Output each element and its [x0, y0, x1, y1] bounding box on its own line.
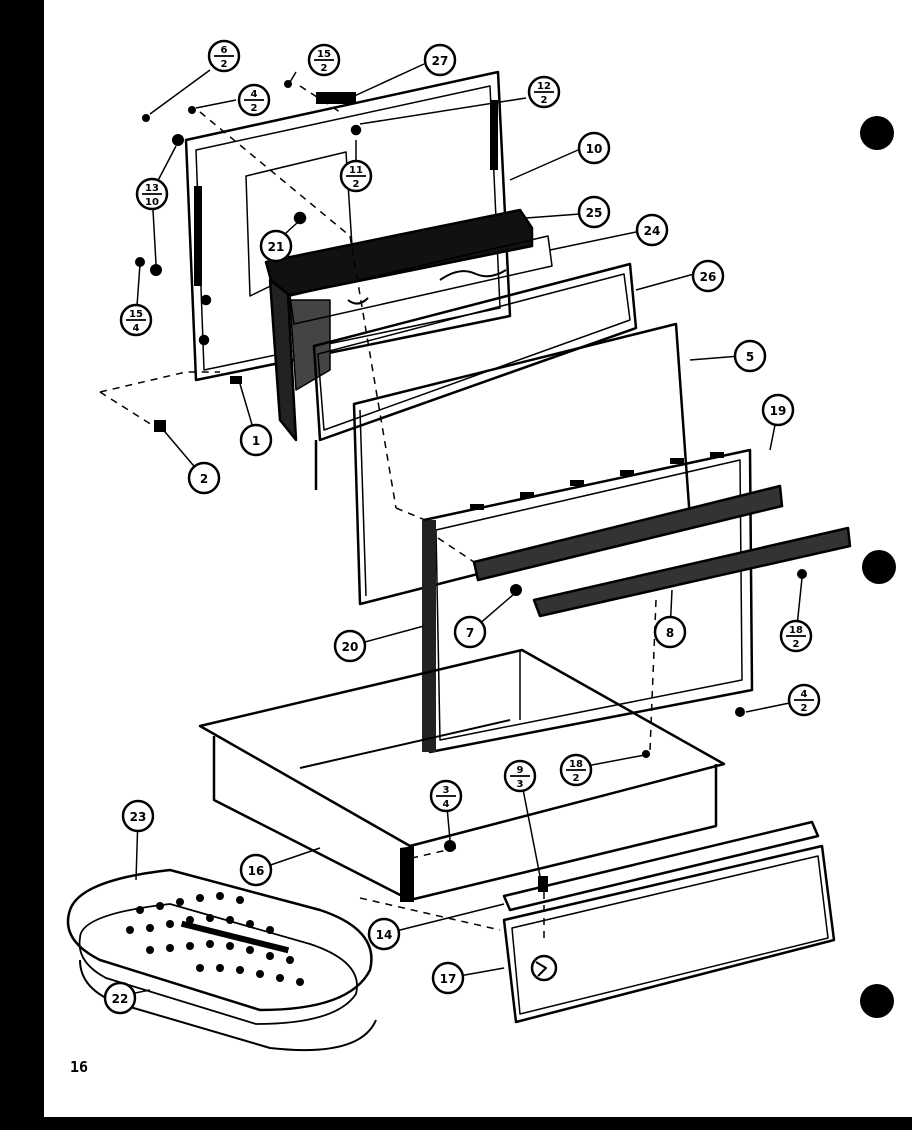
- binder-hole-bottom: [860, 984, 894, 1018]
- callout-2: 2: [187, 461, 221, 495]
- callout-24: 24: [635, 213, 669, 247]
- callout-10: 10: [577, 131, 611, 165]
- svg-text:4: 4: [251, 89, 258, 100]
- small-parts: [135, 80, 807, 892]
- svg-text:7: 7: [466, 626, 474, 640]
- door-insulation: [264, 208, 534, 442]
- callout-23: 23: [121, 799, 155, 833]
- callout-11-2: 11 2: [339, 159, 373, 193]
- callout-4-2-bottom: 4 2: [787, 683, 821, 717]
- svg-text:8: 8: [666, 626, 674, 640]
- callout-5: 5: [733, 339, 767, 373]
- drawer-rail-14: [502, 820, 820, 912]
- svg-text:2: 2: [541, 95, 548, 106]
- callout-15-4: 15 4: [119, 303, 153, 337]
- svg-text:6: 6: [221, 45, 228, 56]
- callout-4-2-top: 4 2: [237, 83, 271, 117]
- svg-text:11: 11: [349, 165, 363, 176]
- callout-26: 26: [691, 259, 725, 293]
- scan-edge-bottom: [0, 1117, 912, 1130]
- callout-7: 7: [453, 615, 487, 649]
- callout-14: 14: [367, 917, 401, 951]
- svg-text:2: 2: [801, 703, 808, 714]
- callouts: 6 2 15 2 27 4 2 12 2: [103, 39, 821, 1015]
- svg-text:10: 10: [145, 197, 159, 208]
- svg-text:14: 14: [376, 928, 393, 942]
- svg-text:17: 17: [440, 972, 457, 986]
- drawer-box: [198, 648, 726, 902]
- svg-text:23: 23: [130, 810, 147, 824]
- svg-text:10: 10: [586, 142, 603, 156]
- callout-22: 22: [103, 981, 137, 1015]
- svg-text:26: 26: [700, 270, 717, 284]
- svg-text:2: 2: [221, 59, 228, 70]
- svg-text:25: 25: [586, 206, 603, 220]
- callout-18-2-right: 18 2: [779, 619, 813, 653]
- svg-text:4: 4: [801, 689, 808, 700]
- svg-text:3: 3: [517, 779, 524, 790]
- callout-16: 16: [239, 853, 273, 887]
- svg-text:4: 4: [133, 323, 140, 334]
- svg-text:1: 1: [252, 434, 260, 448]
- svg-text:18: 18: [569, 759, 583, 770]
- svg-text:3: 3: [443, 785, 450, 796]
- callout-25: 25: [577, 195, 611, 229]
- callout-13-10: 13 10: [135, 177, 169, 211]
- svg-text:21: 21: [268, 240, 285, 254]
- door-glass-24: [289, 235, 553, 325]
- callout-1: 1: [239, 423, 273, 457]
- svg-text:2: 2: [573, 773, 580, 784]
- svg-text:9: 9: [517, 765, 524, 776]
- callout-15-2: 15 2: [307, 43, 341, 77]
- svg-text:13: 13: [145, 183, 159, 194]
- svg-text:18: 18: [789, 625, 803, 636]
- binder-hole-middle: [862, 550, 896, 584]
- svg-text:19: 19: [770, 404, 787, 418]
- drawer-front: [502, 844, 836, 1024]
- door-outer-panel: [184, 70, 512, 382]
- rail-19: [472, 484, 784, 582]
- svg-text:24: 24: [644, 224, 661, 238]
- callout-21: 21: [259, 229, 293, 263]
- callout-19: 19: [761, 393, 795, 427]
- broiler-pan: [66, 868, 377, 1051]
- svg-text:27: 27: [432, 54, 449, 68]
- svg-text:2: 2: [200, 472, 208, 486]
- svg-text:4: 4: [443, 799, 450, 810]
- callout-8: 8: [653, 615, 687, 649]
- svg-text:22: 22: [112, 992, 129, 1006]
- svg-text:15: 15: [129, 309, 143, 320]
- svg-text:15: 15: [317, 49, 331, 60]
- binder-hole-top: [860, 116, 894, 150]
- rail-8: [532, 526, 852, 618]
- callout-27: 27: [423, 43, 457, 77]
- callout-12-2: 12 2: [527, 75, 561, 109]
- leader-lines: [119, 63, 805, 997]
- callout-6-2: 6 2: [207, 39, 241, 73]
- svg-text:20: 20: [342, 640, 359, 654]
- callout-3-4: 3 4: [429, 779, 463, 813]
- svg-text:2: 2: [793, 639, 800, 650]
- callout-20: 20: [333, 629, 367, 663]
- assembly-guide-lines: [99, 85, 657, 940]
- door-panel-26: [312, 262, 638, 490]
- svg-text:12: 12: [537, 81, 551, 92]
- page-number: 16: [70, 1058, 89, 1076]
- door-inner-frame: [422, 448, 754, 754]
- svg-text:5: 5: [746, 350, 754, 364]
- callout-18-2-center: 18 2: [559, 753, 593, 787]
- scan-edge-left: [0, 0, 44, 1130]
- callout-9-3: 9 3: [503, 759, 537, 793]
- svg-text:16: 16: [248, 864, 265, 878]
- callout-17: 17: [431, 961, 465, 995]
- svg-text:2: 2: [353, 179, 360, 190]
- svg-text:2: 2: [321, 63, 328, 74]
- svg-text:2: 2: [251, 103, 258, 114]
